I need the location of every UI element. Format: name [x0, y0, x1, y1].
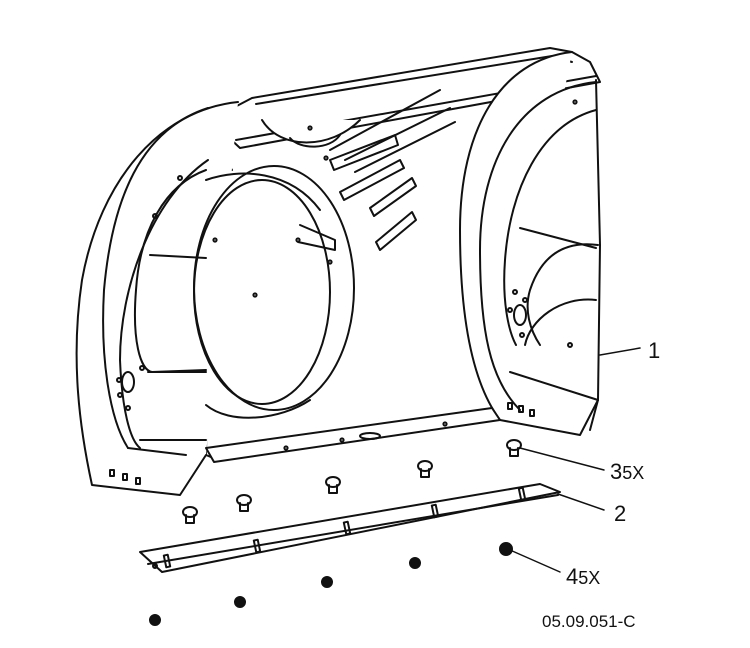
drawing-id-label: 05.09.051-C	[542, 612, 636, 631]
mounting-strip	[139, 483, 561, 573]
callout-4: 45X	[566, 564, 601, 589]
carriage-bolts	[182, 439, 522, 524]
housing-frame	[75, 47, 601, 496]
callout-2: 2	[614, 501, 627, 526]
callout-1: 1	[648, 338, 661, 363]
hex-nuts	[149, 542, 513, 626]
callout-3: 35X	[610, 459, 645, 484]
leader-lines	[509, 347, 641, 573]
